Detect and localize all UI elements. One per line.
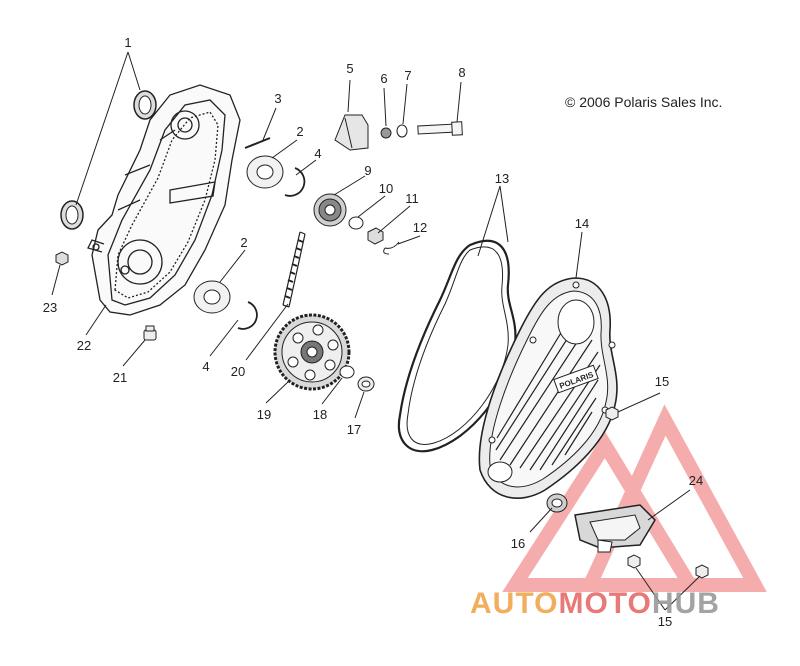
callout-4-upper: 4	[314, 146, 321, 161]
bolt-15-lower-right	[695, 564, 709, 579]
callout-7: 7	[404, 68, 411, 83]
callout-1: 1	[124, 35, 131, 50]
callout-15-upper: 15	[655, 374, 669, 389]
callout-6: 6	[380, 71, 387, 86]
washer-7	[396, 124, 408, 138]
callout-15-lower: 15	[658, 614, 672, 629]
housing-bore-upper	[170, 110, 200, 140]
washer-6	[380, 127, 392, 139]
callout-24: 24	[689, 473, 703, 488]
callout-labels: 1 2 2 3 4 4 5 6 7 8 9 10 11 12 13 14 15 …	[43, 35, 703, 629]
seal-upper	[133, 90, 157, 120]
svg-text:AUTOMOTOHUB: AUTOMOTOHUB	[470, 587, 720, 620]
seal-lower	[60, 200, 84, 230]
bolt-17	[357, 376, 375, 392]
sprocket-lower	[273, 313, 351, 391]
seal-16	[546, 493, 568, 513]
watermark-part-hub: HUB	[652, 587, 720, 620]
watermark-part-auto: AUTO	[470, 587, 558, 620]
bolt-15-upper	[605, 406, 619, 421]
callout-19: 19	[257, 407, 271, 422]
callout-3: 3	[274, 91, 281, 106]
callout-2-upper: 2	[296, 124, 303, 139]
callout-14: 14	[575, 216, 589, 231]
callout-11: 11	[405, 191, 419, 206]
watermark-part-moto: MOTO	[558, 587, 651, 620]
callout-2-lower: 2	[240, 235, 247, 250]
callout-12: 12	[413, 220, 427, 235]
watermark-text: AUTOMOTOHUB	[470, 587, 720, 620]
callout-21: 21	[113, 370, 127, 385]
nut-23	[55, 251, 69, 266]
callout-20: 20	[231, 364, 245, 379]
callout-9: 9	[364, 163, 371, 178]
bolt-15-lower-left	[627, 554, 641, 569]
housing-bore-lower	[117, 239, 163, 285]
chaincase-housing	[87, 84, 241, 316]
watermark-triangle-right	[579, 404, 767, 592]
callout-23: 23	[43, 300, 57, 315]
callout-18: 18	[313, 407, 327, 422]
callout-22: 22	[77, 338, 91, 353]
bearing-upper	[246, 155, 284, 189]
sprocket-upper	[313, 193, 347, 227]
chain-tensioner	[334, 114, 369, 151]
washer-10	[348, 216, 364, 230]
callout-17: 17	[347, 422, 361, 437]
bolt-8	[417, 121, 463, 136]
dowel-pin	[244, 137, 271, 149]
guard-plate	[574, 504, 656, 553]
callout-13: 13	[495, 171, 509, 186]
bearing-lower	[193, 280, 231, 314]
cover-gasket	[397, 239, 517, 453]
copyright-notice: © 2006 Polaris Sales Inc.	[565, 94, 722, 110]
snap-ring-lower	[237, 301, 258, 330]
callout-8: 8	[458, 65, 465, 80]
chaincase-cover: POLARIS	[478, 277, 618, 499]
leader-lines	[51, 51, 701, 611]
washer-18	[339, 365, 355, 379]
callout-4-lower: 4	[202, 359, 209, 374]
callout-5: 5	[346, 61, 353, 76]
cotter-pin-12	[383, 241, 400, 255]
drive-chain	[282, 231, 306, 308]
plug-21	[143, 325, 157, 341]
callout-10: 10	[379, 181, 393, 196]
callout-16: 16	[511, 536, 525, 551]
snap-ring-upper	[284, 167, 306, 197]
